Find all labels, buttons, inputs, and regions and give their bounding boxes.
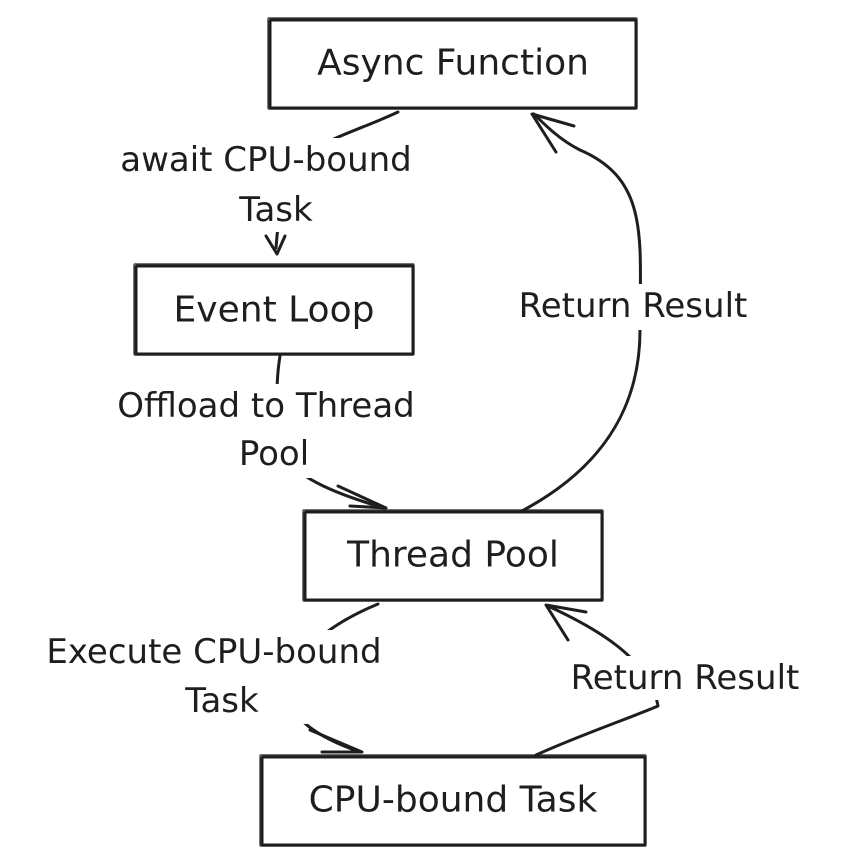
- edge-label-line: Task: [184, 681, 259, 721]
- arrow-head: [544, 603, 588, 642]
- edge-label-offload: Offload to Thread Pool: [80, 384, 454, 478]
- edge-cputask-to-threadpool: [534, 603, 660, 757]
- node-label: Thread Pool: [346, 535, 559, 576]
- arrow-head: [336, 484, 388, 510]
- node-async-function: Async Function: [267, 17, 638, 110]
- edge-label-await: await CPU-bound Task: [96, 138, 436, 232]
- edge-label-return-bottom: Return Result: [546, 656, 824, 700]
- edge-label-line: Return Result: [571, 658, 800, 698]
- edge-line: [534, 604, 660, 757]
- node-thread-pool: Thread Pool: [302, 509, 604, 602]
- node-label: CPU-bound Task: [309, 780, 598, 821]
- node-label: Event Loop: [174, 290, 375, 331]
- arrow-head: [308, 728, 364, 754]
- edge-label-line: Execute CPU-bound: [46, 632, 381, 672]
- arrow-head: [530, 112, 576, 154]
- arrow-head: [264, 234, 287, 256]
- edge-label-line: Offload to Thread: [117, 386, 414, 426]
- edge-label-execute: Execute CPU-bound Task: [18, 630, 412, 724]
- edge-label-return-top: Return Result: [494, 284, 772, 330]
- node-event-loop: Event Loop: [133, 263, 415, 356]
- edge-label-line: await CPU-bound: [120, 140, 412, 180]
- edge-label-line: Pool: [239, 434, 309, 474]
- edge-line: [518, 112, 642, 514]
- node-cpu-bound-task: CPU-bound Task: [259, 754, 647, 847]
- node-label: Async Function: [317, 43, 589, 84]
- edge-threadpool-to-async: [518, 112, 642, 514]
- edge-label-line: Return Result: [519, 286, 748, 326]
- edge-label-line: Task: [238, 190, 313, 230]
